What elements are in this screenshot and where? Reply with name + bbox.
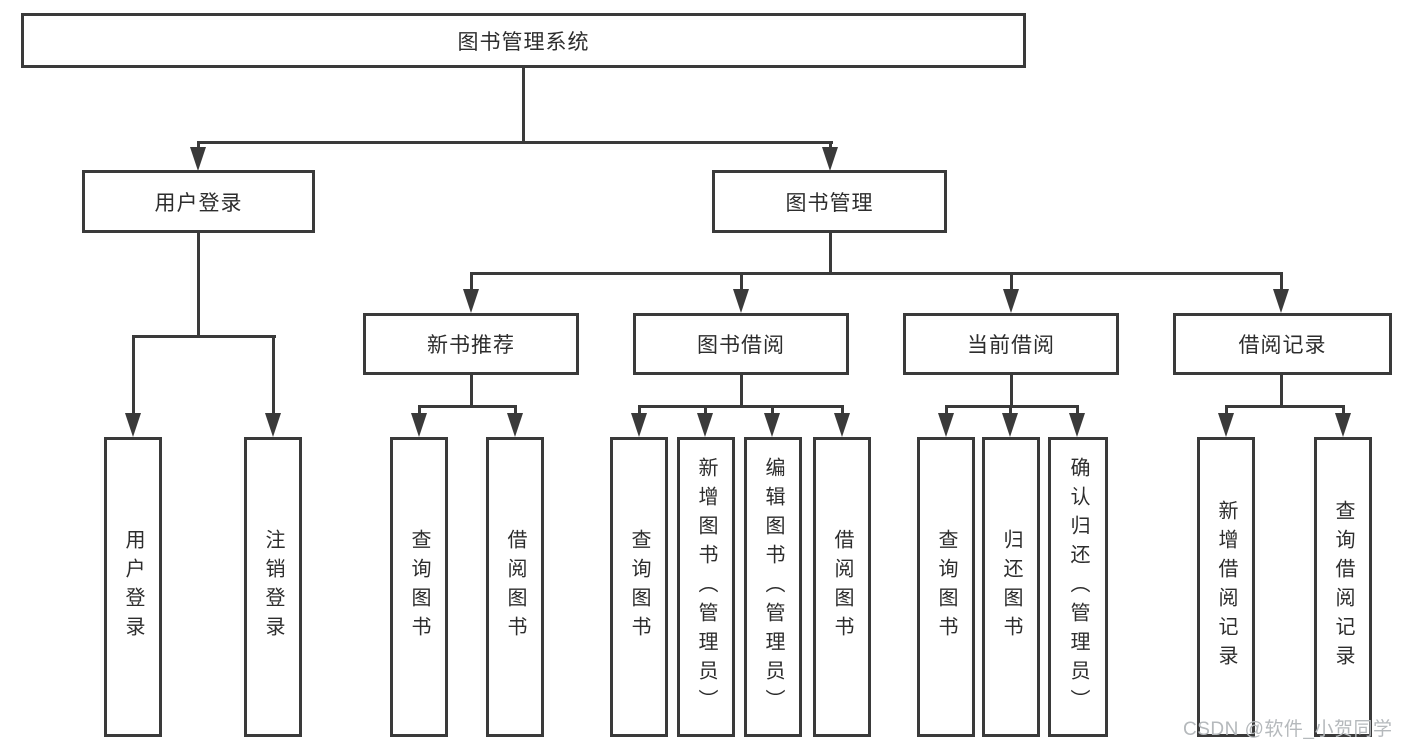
edge-line-v <box>638 405 641 415</box>
edge-line-v <box>841 405 844 415</box>
edge-line-v <box>1009 405 1012 415</box>
edge-line-v <box>514 405 517 415</box>
edge-line-h <box>945 405 1079 408</box>
arrow-down-icon <box>1335 413 1351 437</box>
node-borrow-records: 借阅记录 <box>1173 313 1392 375</box>
edge-line-v <box>272 335 275 414</box>
edge-line-v <box>1342 405 1345 415</box>
arrow-down-icon <box>1069 413 1085 437</box>
node-leaf-borrow-books-recommend: 借阅图书 <box>486 437 544 737</box>
arrow-down-icon <box>834 413 850 437</box>
edge-line-v <box>1280 375 1283 408</box>
edge-line-h <box>132 335 276 338</box>
node-root-library-management-system: 图书管理系统 <box>21 13 1026 68</box>
arrow-down-icon <box>631 413 647 437</box>
node-leaf-borrow-books: 借阅图书 <box>813 437 871 737</box>
node-leaf-edit-books-admin: 编辑图书（管理员） <box>744 437 802 737</box>
edge-line-v <box>704 405 707 415</box>
edge-line-v <box>740 375 743 408</box>
edge-line-v <box>1076 405 1079 415</box>
node-new-book-recommend: 新书推荐 <box>363 313 579 375</box>
edge-line-v <box>470 375 473 408</box>
arrow-down-icon <box>1273 289 1289 313</box>
arrow-down-icon <box>1218 413 1234 437</box>
edge-line-h <box>470 272 1283 275</box>
arrow-down-icon <box>190 147 206 171</box>
node-user-login-module: 用户登录 <box>82 170 315 233</box>
edge-line-v <box>197 141 200 149</box>
node-leaf-add-borrow-record: 新增借阅记录 <box>1197 437 1255 737</box>
edge-line-v <box>1225 405 1228 415</box>
arrow-down-icon <box>822 147 838 171</box>
edge-line-v <box>1010 375 1013 408</box>
node-book-management-module: 图书管理 <box>712 170 947 233</box>
arrow-down-icon <box>463 289 479 313</box>
node-leaf-user-login: 用户登录 <box>104 437 162 737</box>
node-leaf-return-books: 归还图书 <box>982 437 1040 737</box>
edge-line-v <box>197 233 200 337</box>
edge-line-v <box>829 141 832 149</box>
node-leaf-add-books-admin: 新增图书（管理员） <box>677 437 735 737</box>
edge-line-h <box>197 141 833 144</box>
node-leaf-confirm-return-admin: 确认归还（管理员） <box>1048 437 1108 737</box>
edge-line-v <box>740 272 743 290</box>
csdn-watermark: CSDN @软件_小贺同学 <box>1183 719 1393 740</box>
arrow-down-icon <box>1003 289 1019 313</box>
arrow-down-icon <box>1002 413 1018 437</box>
edge-line-h <box>638 405 844 408</box>
node-leaf-query-borrow-record: 查询借阅记录 <box>1314 437 1372 737</box>
edge-line-v <box>945 405 948 415</box>
arrow-down-icon <box>265 413 281 437</box>
edge-line-v <box>522 68 525 141</box>
node-leaf-query-books-recommend: 查询图书 <box>390 437 448 737</box>
node-book-borrowing: 图书借阅 <box>633 313 849 375</box>
arrow-down-icon <box>764 413 780 437</box>
node-leaf-logout: 注销登录 <box>244 437 302 737</box>
node-current-borrowing: 当前借阅 <box>903 313 1119 375</box>
arrow-down-icon <box>697 413 713 437</box>
edge-line-v <box>470 272 473 290</box>
edge-line-h <box>418 405 517 408</box>
arrow-down-icon <box>507 413 523 437</box>
arrow-down-icon <box>733 289 749 313</box>
node-leaf-query-books-borrowing: 查询图书 <box>610 437 668 737</box>
edge-line-v <box>829 233 832 275</box>
edge-line-h <box>1225 405 1345 408</box>
node-leaf-query-books-current: 查询图书 <box>917 437 975 737</box>
arrow-down-icon <box>411 413 427 437</box>
edge-line-v <box>1010 272 1013 290</box>
edge-line-v <box>771 405 774 415</box>
edge-line-v <box>418 405 421 415</box>
arrow-down-icon <box>938 413 954 437</box>
edge-line-v <box>132 335 135 414</box>
edge-line-v <box>1280 272 1283 290</box>
arrow-down-icon <box>125 413 141 437</box>
